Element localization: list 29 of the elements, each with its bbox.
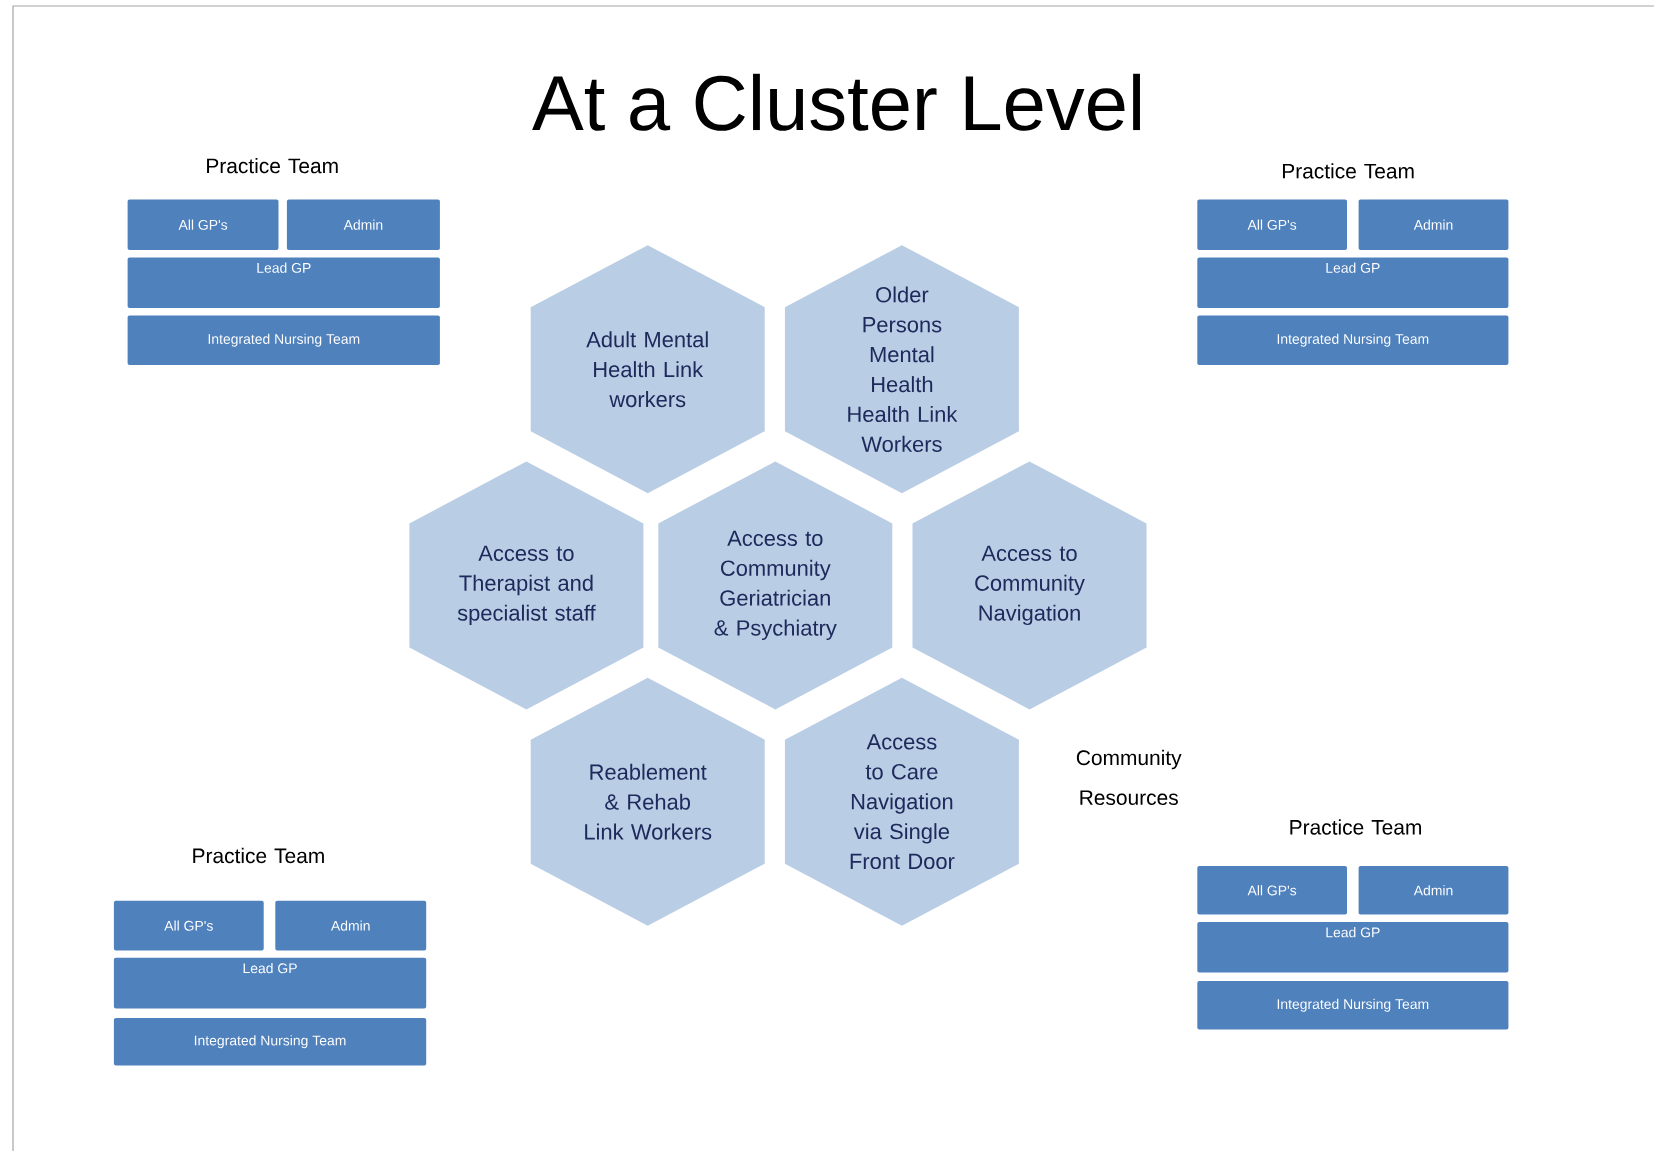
hexagon: Access to Therapist and specialist staff [409,461,644,710]
group-heading: Practice Team [193,847,324,864]
hexagon: Access to Care Navigation via Single Front Door [784,677,1019,926]
hexagon: Reablement & Rehab Link Workers [530,677,765,926]
team-box: Admin [1358,866,1509,915]
group-heading: Practice Team [207,157,338,174]
team-box: All GP's [127,199,279,250]
group-heading: Practice Team [1283,163,1414,179]
hexagon: Older Persons Mental Health Health Link Workers [784,245,1019,494]
team-box: Lead GP [1197,921,1509,973]
team-box: Admin [286,199,440,250]
team-box: Integrated Nursing Team [127,315,440,365]
title: At a Cluster Level [532,73,1140,131]
team-box: Lead GP [127,257,440,308]
team-box: All GP's [1197,866,1347,915]
hexagon: Access to Community Geriatrician & Psychiatry [658,461,893,710]
hexagon: Adult Mental Health Link workers [530,245,765,494]
team-box: Lead GP [1197,257,1509,308]
team-box: All GP's [113,900,264,951]
group-heading: Practice Team [1290,819,1421,835]
team-box: Integrated Nursing Team [113,1017,427,1066]
group-heading: Community Resources [1076,749,1182,805]
team-box: Lead GP [113,957,427,1009]
hexagon: Access to Community Navigation [912,461,1147,710]
team-box: Integrated Nursing Team [1197,315,1509,365]
team-box: Admin [1358,199,1509,250]
team-box: All GP's [1197,199,1347,250]
team-box: Admin [275,900,427,951]
team-box: Integrated Nursing Team [1197,981,1509,1030]
